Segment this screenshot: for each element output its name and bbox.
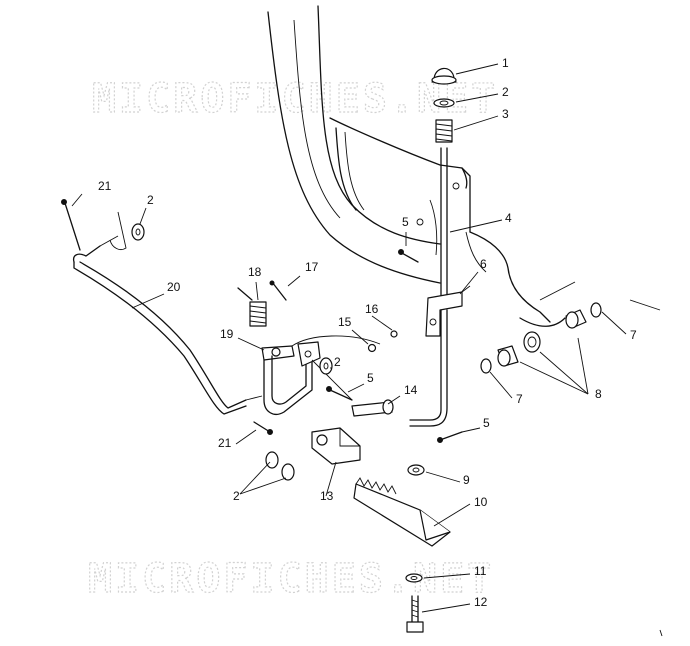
pedal-rod-part-4 (409, 147, 448, 427)
washer-part-11 (405, 573, 423, 583)
bushing-part-8-lower (497, 345, 519, 367)
callout-c4: 4 (505, 211, 512, 225)
pin-part-21-right (253, 421, 273, 435)
pin-part-21-left (61, 199, 81, 251)
bushing-part-8-mid (523, 331, 541, 353)
callout-c18: 18 (248, 265, 262, 279)
callout-c6: 6 (480, 257, 487, 271)
callout-c9: 9 (463, 473, 470, 487)
bolt-part-5-lower (437, 431, 463, 443)
callout-c7b: 7 (516, 392, 523, 406)
spring-part-3 (435, 119, 453, 143)
bolt-part-12 (406, 595, 424, 633)
cap-part-1 (431, 67, 457, 85)
lever-part-19 (261, 335, 381, 415)
clevis-part-13 (311, 427, 361, 465)
callout-c14: 14 (404, 383, 418, 397)
nut-part-9 (407, 464, 425, 476)
bolt-part-5-mid (326, 386, 353, 401)
callout-c5a: 5 (402, 215, 409, 229)
washer-part-2-lower-b (281, 463, 295, 481)
callout-c8: 8 (595, 387, 602, 401)
bracket-part-6 (425, 285, 471, 337)
callout-c5c: 5 (483, 416, 490, 430)
watermark-top: MICROFICHES.NET (92, 76, 498, 122)
pin-part-16 (390, 330, 398, 338)
washer-part-7-lower (480, 358, 492, 374)
callout-c10: 10 (474, 495, 488, 509)
callout-c16: 16 (365, 302, 379, 316)
callout-c1: 1 (502, 56, 509, 70)
washer-part-2-top (433, 98, 455, 108)
callout-c21a: 21 (98, 179, 112, 193)
washer-part-2-mid (319, 357, 333, 375)
pivot-pin-part-14 (351, 399, 394, 417)
bushing-part-8-upper (565, 309, 587, 329)
callout-c13: 13 (320, 489, 334, 503)
frame-panel (267, 5, 663, 637)
callout-c20: 20 (167, 280, 181, 294)
pin-part-17 (269, 280, 287, 301)
bolt-part-5-upper (398, 249, 419, 263)
callout-c21b: 21 (218, 436, 232, 450)
callout-c19: 19 (220, 327, 234, 341)
callout-c3: 3 (502, 107, 509, 121)
callout-c12: 12 (474, 595, 488, 609)
callout-c15: 15 (338, 315, 352, 329)
callout-c5b: 5 (367, 371, 374, 385)
callout-c2a: 2 (502, 85, 509, 99)
nut-part-15 (367, 343, 377, 353)
callout-c2d: 2 (233, 489, 240, 503)
washer-part-7-upper (590, 302, 602, 318)
callout-c17: 17 (305, 260, 319, 274)
leader-lines (71, 63, 627, 613)
pedal-part-10 (353, 477, 451, 547)
washer-part-2-lower-a (265, 451, 279, 469)
watermark-bottom: MICROFICHES.NET (88, 556, 494, 602)
spring-part-18 (237, 287, 267, 327)
callout-c7a: 7 (630, 328, 637, 342)
callout-c2c: 2 (334, 355, 341, 369)
washer-part-2-left (109, 211, 145, 251)
callout-c2b: 2 (147, 193, 154, 207)
callout-c11: 11 (474, 564, 487, 578)
rod-part-20 (72, 235, 263, 415)
